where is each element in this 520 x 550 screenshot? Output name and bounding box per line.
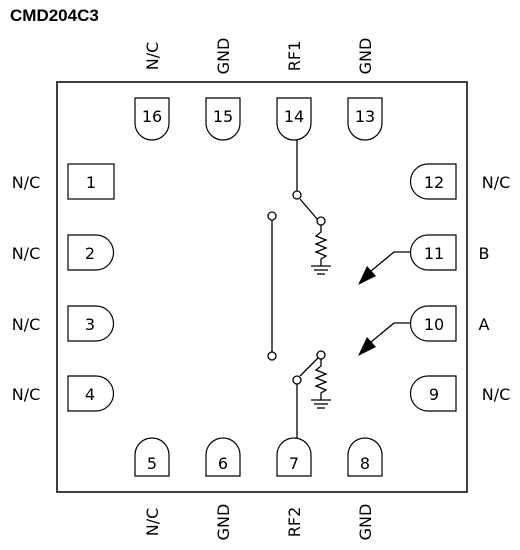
pin-4-label: N/C — [12, 385, 41, 404]
pin-9-number: 9 — [429, 385, 439, 404]
pin-7-pad — [276, 437, 312, 477]
pin-14-pad — [276, 97, 312, 141]
pin-6-label: GND — [214, 504, 233, 541]
pin-8-pad — [347, 437, 383, 477]
pin-12-pad — [409, 163, 457, 200]
pin-1-pad — [67, 163, 115, 200]
pin-11-number: 11 — [424, 244, 444, 263]
pin-13-pad — [347, 97, 383, 141]
control-b-trace — [370, 251, 410, 272]
pin-14-number: 14 — [284, 107, 304, 126]
pin-16-label: N/C — [143, 42, 162, 71]
rf2-termination-contact — [316, 350, 326, 360]
pin-6-number: 6 — [218, 454, 228, 473]
pin-10-pad — [409, 305, 457, 342]
pin-13-number: 13 — [355, 107, 375, 126]
pin-15-pad — [205, 97, 241, 141]
rf2-switch-contact — [292, 375, 302, 385]
pin-7-number: 7 — [289, 454, 299, 473]
pin-1-number: 1 — [86, 173, 96, 192]
pin-16-number: 16 — [142, 107, 162, 126]
package-outline — [56, 81, 468, 493]
pin-8-number: 8 — [360, 454, 370, 473]
rf1-switch-arm — [299, 198, 319, 221]
pin-11-label: B — [479, 244, 490, 263]
rf1-switch-contact — [292, 190, 302, 200]
pin-8-label: GND — [356, 504, 375, 541]
pin-3-label: N/C — [12, 315, 41, 334]
part-number-title: CMD204C3 — [10, 6, 99, 25]
pin-4-pad — [67, 375, 115, 412]
control-a-trace — [370, 322, 410, 343]
pin-5-label: N/C — [143, 508, 162, 537]
rf2-switch-arm — [299, 357, 319, 377]
pin-11-pad — [409, 234, 457, 271]
pin-9-label: N/C — [482, 385, 511, 404]
switch-circuit — [267, 140, 410, 438]
rf1-termination-contact — [316, 216, 326, 226]
pin-3-pad — [67, 305, 115, 342]
common-bottom-contact — [267, 351, 277, 361]
pin-5-pad — [134, 437, 170, 477]
pin-4-number: 4 — [85, 385, 95, 404]
pin-16-pad — [134, 97, 170, 141]
top-resistor — [314, 225, 328, 266]
pin-15-label: GND — [214, 38, 233, 75]
control-a-arrow-icon — [358, 337, 376, 356]
pin-13-label: GND — [356, 38, 375, 75]
pin-7-label: RF2 — [285, 507, 304, 538]
pin-2-number: 2 — [85, 244, 95, 263]
control-b-arrow-icon — [358, 266, 376, 285]
pin-3-number: 3 — [85, 315, 95, 334]
pin-5-number: 5 — [147, 454, 157, 473]
pin-6-pad — [205, 437, 241, 477]
pin-14-label: RF1 — [285, 41, 304, 72]
pin-9-pad — [409, 375, 457, 412]
common-top-contact — [267, 211, 277, 221]
pin-1-label: N/C — [12, 173, 41, 192]
pin-10-number: 10 — [424, 315, 444, 334]
pin-10-label: A — [479, 315, 490, 334]
pin-15-number: 15 — [213, 107, 233, 126]
pin-2-label: N/C — [12, 244, 41, 263]
pin-2-pad — [67, 234, 115, 271]
pin-12-label: N/C — [482, 173, 511, 192]
pin-12-number: 12 — [424, 173, 444, 192]
bottom-resistor — [314, 359, 328, 400]
